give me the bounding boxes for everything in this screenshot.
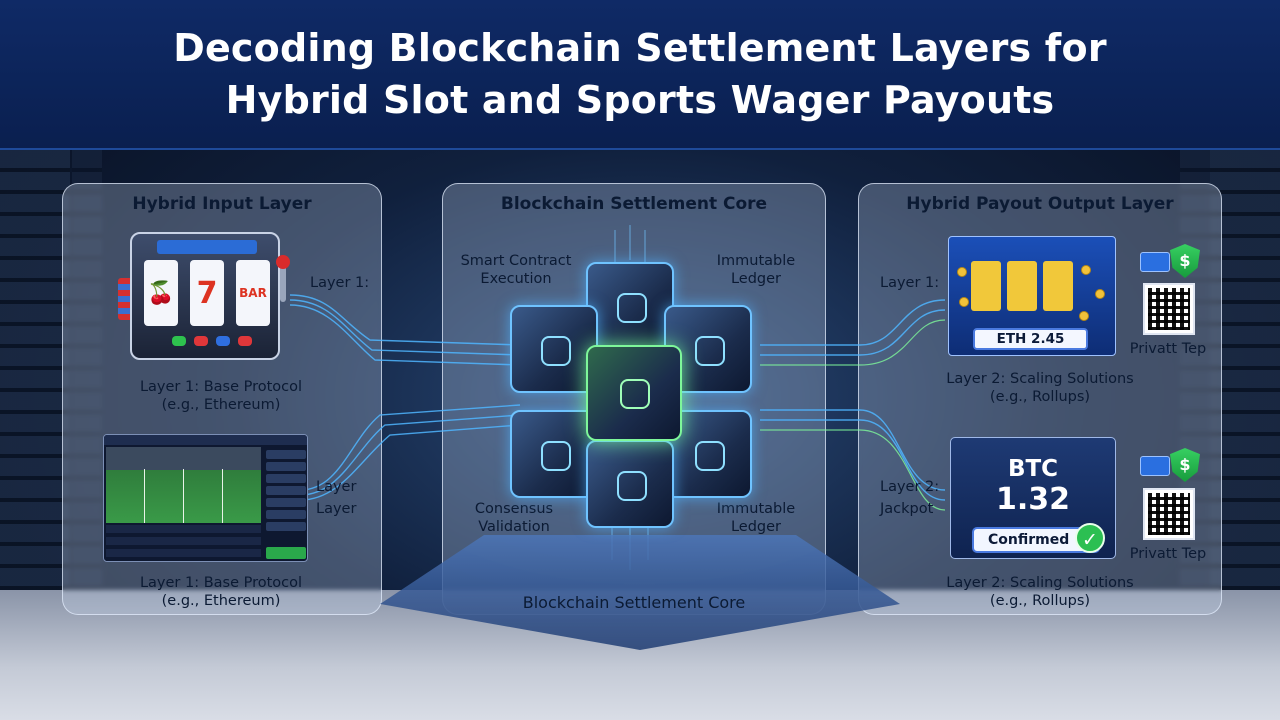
block-cube-center (586, 345, 682, 441)
shield-icon (541, 336, 571, 366)
sports-protocol-label: Layer 1: Base Protocol (e.g., Ethereum) (139, 575, 303, 609)
sports-top-bar (104, 435, 307, 445)
eth-payout-value: ETH 2.45 (973, 328, 1088, 350)
page-title-line-2: Hybrid Slot and Sports Wager Payouts (225, 78, 1055, 122)
scaling-label-2: Layer 2: Scaling Solutions (e.g., Rollup… (946, 575, 1134, 609)
ledger-top-label: Immutable Ledger (716, 253, 796, 287)
fingerprint-icon (617, 471, 647, 501)
ledger-bottom-label: Immutable Ledger (716, 501, 796, 535)
consensus-label: Consensus Validation (474, 501, 554, 535)
sports-betting-dashboard (103, 434, 308, 562)
input-layer1-tag: Layer 1: (310, 275, 370, 291)
scaling-label-1: Layer 2: Scaling Solutions (e.g., Rollup… (946, 371, 1134, 405)
slot-button-red (194, 336, 208, 346)
settlement-core-title: Blockchain Settlement Core (500, 194, 768, 214)
output-layer2-tag: Layer 2: (880, 479, 940, 495)
block-cube-bottom (586, 440, 674, 528)
page-title-line-1: Decoding Blockchain Settlement Layers fo… (173, 26, 1107, 70)
private-tag-1: Privatt Tep (1129, 341, 1207, 357)
sports-bet-rows (106, 525, 261, 561)
btc-value: 1.32 (995, 482, 1071, 517)
smart-contract-label: Smart Contract Execution (460, 253, 572, 287)
slot-protocol-label: Layer 1: Base Protocol (e.g., Ethereum) (139, 379, 303, 413)
lock-icon (620, 379, 650, 409)
network-icon (541, 441, 571, 471)
slot-reel-1: 🍒 (144, 260, 178, 326)
jackpot-tag: Jackpot (880, 501, 934, 517)
block-icon (617, 293, 647, 323)
slot-lever-knob (276, 255, 290, 269)
qr-code-icon-2 (1143, 488, 1195, 540)
card-icon-2 (1140, 456, 1170, 476)
payout-reel-3 (1043, 261, 1073, 311)
slot-button-red-2 (238, 336, 252, 346)
block-cube-top (586, 262, 674, 350)
slot-reel-3: BAR (236, 260, 270, 326)
block-cube-lower-left (510, 410, 598, 498)
slot-button-green (172, 336, 186, 346)
slot-marquee (157, 240, 257, 254)
input-layer-tag-b: Layer (316, 501, 357, 517)
output-layer1-tag: Layer 1: (880, 275, 940, 291)
slot-machine: 🍒 7 BAR (130, 232, 280, 360)
input-layer-tag-a: Layer (316, 479, 357, 495)
sports-odds-column (264, 447, 307, 557)
sports-place-bet-button (266, 547, 306, 559)
block-cube-upper-left (510, 305, 598, 393)
server-rack-left (0, 150, 70, 590)
slot-reel-2: 7 (190, 260, 224, 326)
card-icon (1140, 252, 1170, 272)
sports-field (106, 447, 261, 523)
payout-reel-1 (971, 261, 1001, 311)
ledger-icon (695, 336, 725, 366)
payout-reel-2 (1007, 261, 1037, 311)
qr-code-icon (1143, 283, 1195, 335)
payout-output-title: Hybrid Payout Output Layer (906, 194, 1174, 214)
slot-lever (280, 262, 286, 302)
private-tag-2: Privatt Tep (1129, 546, 1207, 562)
input-layer-title: Hybrid Input Layer (132, 194, 312, 214)
btc-label: BTC (1007, 456, 1059, 482)
slot-button-blue (216, 336, 230, 346)
core-base-label: Blockchain Settlement Core (522, 593, 746, 612)
checkmark-icon: ✓ (1075, 523, 1105, 553)
check-icon (695, 441, 725, 471)
title-banner: Decoding Blockchain Settlement Layers fo… (0, 0, 1280, 150)
